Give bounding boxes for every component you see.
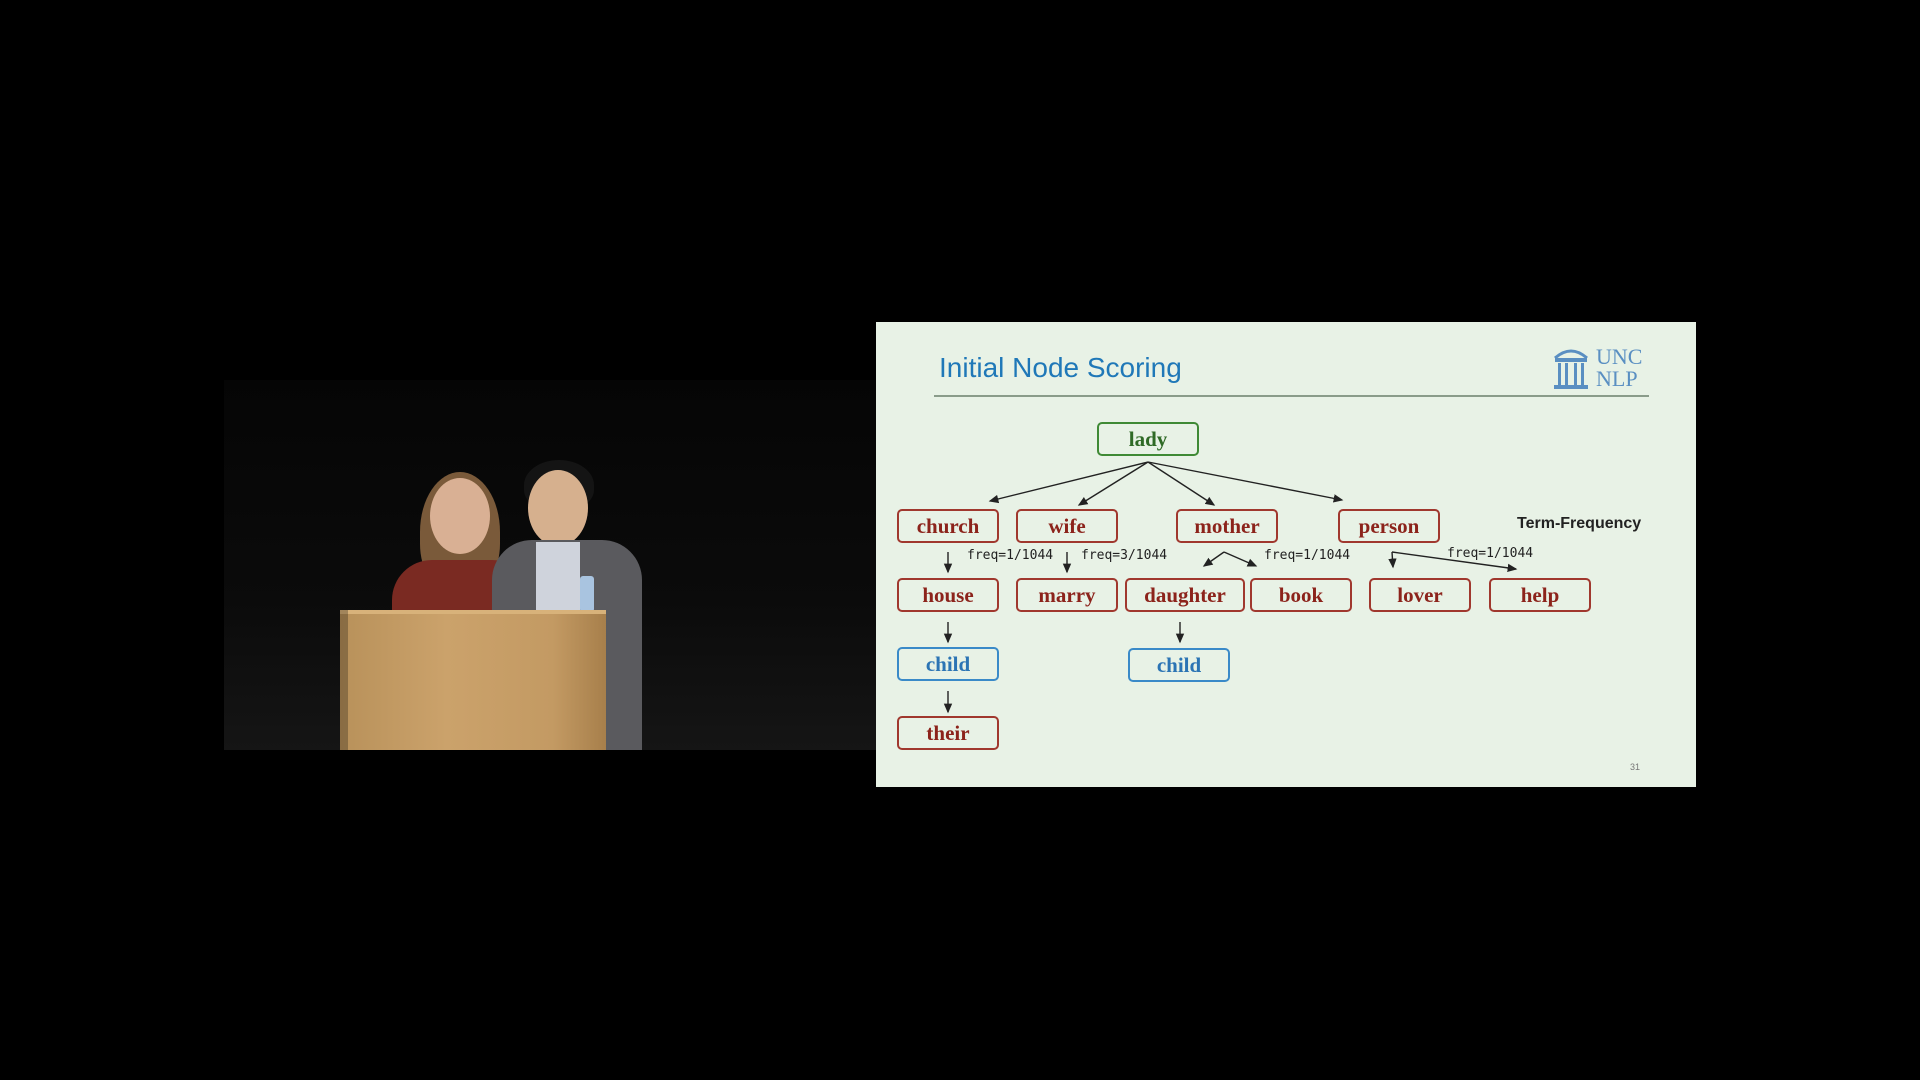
node-child-1: child (897, 647, 999, 681)
logo-text-unc: UNC (1596, 344, 1643, 369)
node-house: house (897, 578, 999, 612)
title-divider (934, 395, 1649, 397)
node-their: their (897, 716, 999, 750)
freq-label-person: freq=1/1044 (1447, 546, 1534, 561)
node-lady: lady (1097, 422, 1199, 456)
old-well-icon (1554, 349, 1588, 389)
logo-text-nlp: NLP (1596, 366, 1638, 391)
slide-title: Initial Node Scoring (939, 352, 1182, 383)
node-mother: mother (1176, 509, 1278, 543)
edge-lady-wife (1077, 461, 1149, 506)
tree-edges (943, 461, 1518, 714)
node-church: church (897, 509, 999, 543)
term-frequency-label: Term-Frequency (1517, 515, 1642, 532)
podium (340, 610, 606, 750)
edge-mother-book (1223, 551, 1258, 567)
node-daughter: daughter (1125, 578, 1245, 612)
slide-number: 31 (1630, 762, 1641, 772)
edge-lady-mother (1147, 461, 1216, 506)
edge-person-help (1391, 551, 1518, 573)
node-marry: marry (1016, 578, 1118, 612)
freq-label-wife: freq=3/1044 (1081, 548, 1168, 563)
edge-lady-person (1147, 461, 1344, 503)
presentation-slide: Initial Node Scoring UNC NLP (876, 322, 1696, 787)
node-lover: lover (1369, 578, 1471, 612)
node-child-2: child (1128, 648, 1230, 682)
node-person: person (1338, 509, 1440, 543)
node-wife: wife (1016, 509, 1118, 543)
freq-label-church: freq=1/1044 (967, 548, 1054, 563)
freq-label-mother: freq=1/1044 (1264, 548, 1351, 563)
edge-mother-daughter (1202, 551, 1225, 567)
node-book: book (1250, 578, 1352, 612)
edge-person-lover (1388, 551, 1397, 569)
podium-shadow (340, 610, 348, 750)
water-bottle (580, 576, 594, 612)
unc-nlp-logo: UNC NLP (1551, 344, 1661, 394)
speaker-video (224, 380, 876, 750)
edge-lady-church (988, 461, 1149, 504)
node-help: help (1489, 578, 1591, 612)
